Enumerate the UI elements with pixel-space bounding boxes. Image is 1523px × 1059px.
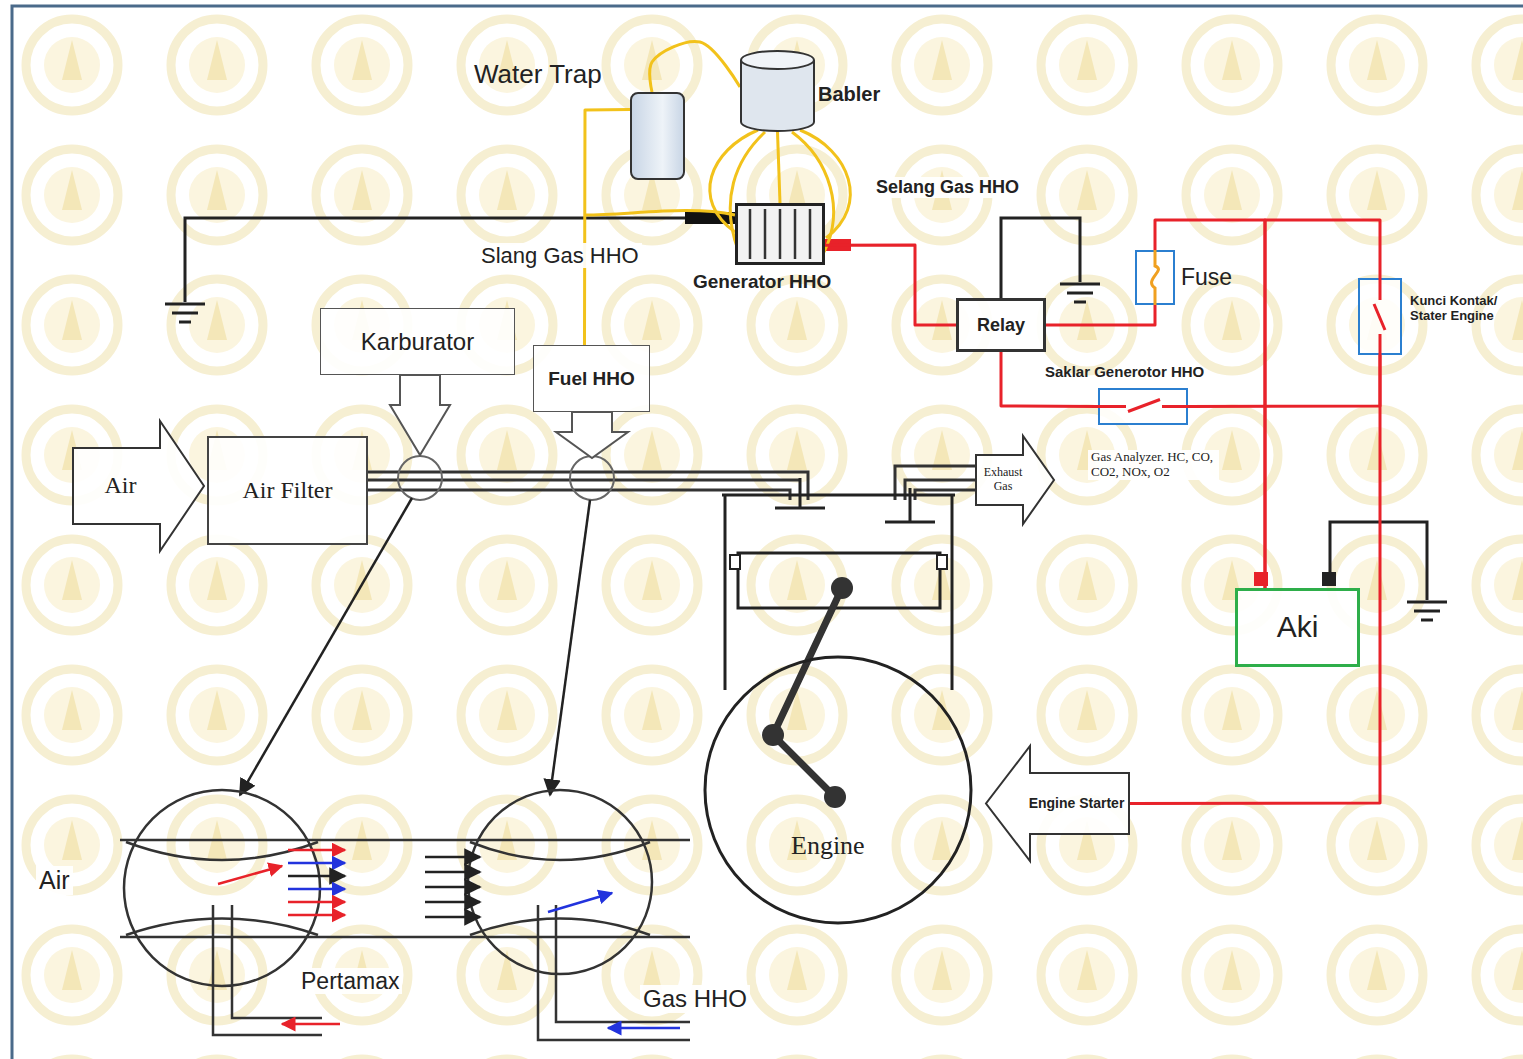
relay-box: Relay — [956, 298, 1046, 352]
ignition-switch-outline — [1358, 278, 1402, 355]
feed-arrow — [556, 412, 628, 458]
flow-label: Gas HHO — [640, 985, 750, 1013]
engine-crankcase-outline — [703, 655, 973, 925]
bubbler-tank-outline — [740, 50, 815, 132]
power-wire — [1265, 220, 1380, 588]
battery-terminal — [1322, 572, 1336, 586]
air-inlet-arrow-outline — [72, 420, 205, 552]
generator-switch-outline — [1098, 388, 1188, 425]
carburetor-box: Karburator — [320, 308, 515, 375]
leader-arrow — [550, 500, 590, 795]
hho-generator-outline — [735, 203, 825, 265]
water-trap: Water Trap — [630, 92, 685, 180]
generator-switch: Saklar Generotor HHO — [1098, 388, 1188, 425]
bubbler-tank: Babler — [740, 50, 815, 132]
hho-generator: Generator HHO — [735, 203, 825, 265]
feed-arrow — [390, 375, 450, 455]
node-label: Engine — [791, 831, 865, 861]
frame — [12, 6, 1523, 1059]
exhaust-arrow-outline — [975, 435, 1055, 525]
piston-ring — [730, 555, 740, 569]
mixing-point — [398, 456, 442, 500]
fuse-symbol: Fuse — [1135, 250, 1175, 305]
mixing-point — [570, 456, 614, 500]
node-label: Generator HHO — [693, 271, 831, 293]
node-label: Karburator — [361, 328, 474, 356]
hose-label: Slang Gas HHO — [478, 243, 642, 268]
flow-label: Pertamax — [298, 968, 402, 994]
node-label: Air — [105, 472, 137, 500]
gas-hose — [650, 41, 740, 92]
power-wire — [1188, 355, 1380, 407]
node-label: Aki — [1277, 610, 1319, 645]
crank-rod — [773, 588, 842, 797]
intake-pipe — [368, 466, 975, 500]
crank-pin — [762, 724, 784, 746]
ground-wire — [185, 218, 1427, 600]
node-label: Fuse — [1181, 264, 1232, 290]
hose-label: Selang Gas HHO — [873, 177, 1022, 198]
fuse-symbol-outline — [1135, 250, 1175, 305]
starter-arrow: Engine Starter — [985, 745, 1130, 862]
gas-hose — [778, 132, 781, 203]
ignition-switch: Kunci Kontak/ Stater Engine — [1358, 278, 1402, 355]
ground-symbol — [165, 284, 1447, 620]
exhaust-arrow: Exhaust Gas — [975, 435, 1055, 525]
node-label: Kunci Kontak/ Stater Engine — [1410, 294, 1510, 324]
piston-ring — [937, 555, 947, 569]
flow-arrows — [218, 850, 680, 1028]
node-label: Fuel HHO — [548, 368, 635, 390]
node-label: Saklar Generotor HHO — [1045, 363, 1204, 380]
node-label: Relay — [977, 315, 1025, 336]
detail-view — [120, 790, 690, 1040]
crank-pin — [831, 577, 853, 599]
node-label: Exhaust Gas — [977, 466, 1029, 494]
engine-crankcase: Engine — [703, 655, 973, 925]
air-filter-box: Air Filter — [207, 436, 368, 545]
node-label: Engine Starter — [1029, 795, 1125, 811]
air-inlet-arrow: Air — [72, 420, 205, 552]
node-label: Babler — [818, 83, 880, 106]
gas-hose — [584, 110, 630, 345]
crank-pin — [824, 786, 846, 808]
node-label: Air Filter — [243, 477, 333, 505]
power-wire — [825, 245, 956, 325]
flow-label: Air — [36, 866, 73, 895]
fuel-hho-box: Fuel HHO — [533, 345, 650, 412]
power-wire — [1046, 305, 1155, 325]
analyzer-note: Gas Analyzer. HC, CO, CO2, NOx, O2 — [1088, 450, 1219, 480]
battery-box: Aki — [1235, 588, 1360, 667]
node-label: Water Trap — [474, 60, 602, 90]
